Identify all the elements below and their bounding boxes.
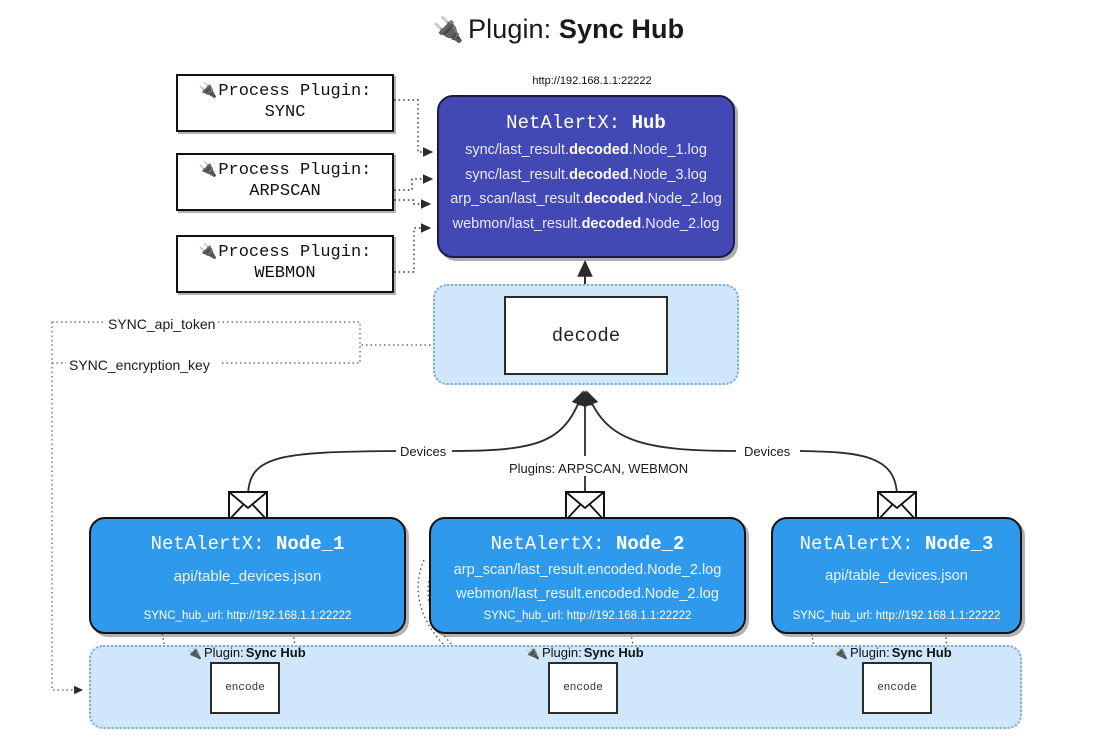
hub-title: NetAlertX: Hub (439, 112, 733, 134)
log-em: decoded (569, 142, 629, 158)
hub-title-name: Hub (631, 112, 666, 134)
hub-log-list: sync/last_result.decoded.Node_1.log sync… (439, 143, 733, 231)
node-box-node-1[interactable]: NetAlertX: Node_1 api/table_devices.json… (89, 517, 406, 634)
encoder-caption-name: Sync Hub (245, 645, 306, 660)
log-em: decoded (583, 191, 644, 207)
node-line: webmon/last_result.encoded.Node_2.log (456, 585, 719, 602)
wire-webmon-to-hub (394, 223, 432, 273)
log-em: decoded (581, 215, 642, 232)
plug-icon: 🔌 (198, 244, 218, 262)
node-title-name: Node_1 (276, 533, 345, 555)
log-pre: arp_scan/last_result. (450, 191, 584, 207)
process-plugin-name: WEBMON (254, 264, 316, 283)
node-box-node-2[interactable]: NetAlertX: Node_2 arp_scan/last_result.e… (429, 517, 746, 634)
page-title: 🔌Plugin: Sync Hub (0, 14, 1117, 45)
process-plugin-label: Process Plugin: (218, 161, 372, 181)
wire-node3-to-decode-b (585, 390, 737, 452)
process-plugin-name: ARPSCAN (249, 182, 321, 201)
edge-label-devices-left: Devices (396, 444, 451, 459)
encoder-caption-name: Sync Hub (583, 645, 644, 660)
page-title-name: Sync Hub (558, 14, 685, 44)
process-plugin-box-sync[interactable]: 🔌 Process Plugin: SYNC (176, 74, 394, 132)
wire-arpscan-to-hub (394, 199, 432, 209)
wire-token-down-to-encode-band (51, 322, 84, 695)
node-title-prefix: NetAlertX: (799, 533, 914, 555)
node-title-prefix: NetAlertX: (150, 533, 265, 555)
process-plugin-label: Process Plugin: (218, 82, 372, 102)
encode-box-2[interactable]: encode (548, 662, 618, 714)
node-box-node-3[interactable]: NetAlertX: Node_3 api/table_devices.json… (771, 517, 1022, 634)
node-line: arp_scan/last_result.encoded.Node_2.log (453, 562, 722, 578)
edge-label-devices-right: Devices (740, 444, 795, 459)
node-line-list: arp_scan/last_result.encoded.Node_2.log … (431, 563, 744, 601)
page-title-prefix: Plugin: (468, 14, 552, 44)
node-title: NetAlertX: Node_2 (431, 533, 744, 555)
encoder-caption-prefix: Plugin: (203, 645, 244, 660)
wire-sync-to-hub (394, 99, 434, 157)
process-plugin-box-webmon[interactable]: 🔌 Process Plugin: WEBMON (176, 235, 394, 293)
encoder-caption-3: 🔌 Plugin: Sync Hub (833, 645, 952, 660)
log-em: decoded (569, 166, 629, 183)
encoder-caption-1: 🔌 Plugin: Sync Hub (187, 645, 306, 660)
wire-node1-to-decode-a (247, 450, 397, 498)
envelope-icon (228, 491, 268, 521)
node-title-name: Node_2 (616, 533, 685, 555)
node-title-name: Node_3 (925, 533, 994, 555)
hub-log-row: sync/last_result.decoded.Node_3.log (439, 166, 733, 183)
log-pre: sync/last_result. (465, 142, 570, 158)
log-post: .Node_1.log (628, 142, 707, 158)
wire-node3-to-decode-a (799, 450, 898, 498)
log-post: .Node_3.log (628, 166, 707, 183)
node-line: api/table_devices.json (825, 568, 968, 584)
sync-api-token-label: SYNC_api_token (105, 316, 219, 332)
plug-icon: 🔌 (833, 645, 848, 660)
hub-title-prefix: NetAlertX: (506, 112, 621, 134)
node-title: NetAlertX: Node_1 (91, 533, 404, 555)
hub-log-row: webmon/last_result.decoded.Node_2.log (439, 215, 733, 232)
envelope-icon (565, 491, 605, 521)
encoder-caption-prefix: Plugin: (541, 645, 582, 660)
encoder-caption-prefix: Plugin: (849, 645, 890, 660)
process-plugin-box-arpscan[interactable]: 🔌 Process Plugin: ARPSCAN (176, 153, 394, 211)
envelope-icon (877, 491, 917, 521)
log-post: .Node_2.log (643, 191, 722, 207)
process-plugin-label: Process Plugin: (218, 243, 372, 263)
node-title-prefix: NetAlertX: (490, 533, 605, 555)
envelope-icon-group (228, 491, 917, 521)
node-line: api/table_devices.json (173, 568, 322, 585)
node-footer-hub-url: SYNC_hub_url: http://192.168.1.1:22222 (143, 610, 352, 622)
wire-enc-key-join (222, 345, 361, 364)
node-title: NetAlertX: Node_3 (773, 533, 1020, 555)
sync-encryption-key-label: SYNC_encryption_key (66, 357, 213, 373)
wire-sync3-to-hub (394, 174, 434, 191)
node-line-list: api/table_devices.json (773, 569, 1020, 584)
plug-icon: 🔌 (198, 162, 218, 180)
log-post: .Node_2.log (641, 215, 720, 232)
hub-url-caption: http://192.168.1.1:22222 (532, 75, 652, 87)
plug-icon: 🔌 (198, 83, 218, 101)
process-plugin-name: SYNC (264, 103, 306, 122)
plug-icon: 🔌 (187, 645, 202, 660)
node-footer-hub-url: SYNC_hub_url: http://192.168.1.1:22222 (483, 610, 692, 622)
decode-box[interactable]: decode (504, 296, 668, 375)
hub-log-row: arp_scan/last_result.decoded.Node_2.log (439, 192, 733, 207)
wire-node1-to-decode-b (451, 390, 585, 452)
log-pre: webmon/last_result. (452, 215, 582, 232)
hub-node[interactable]: NetAlertX: Hub sync/last_result.decoded.… (437, 95, 735, 258)
node-line-list: api/table_devices.json (91, 569, 404, 584)
edge-label-plugins: Plugins: ARPSCAN, WEBMON (505, 461, 693, 476)
node-footer-hub-url: SYNC_hub_url: http://192.168.1.1:22222 (792, 610, 1001, 622)
plug-icon: 🔌 (432, 16, 465, 44)
hub-log-row: sync/last_result.decoded.Node_1.log (439, 143, 733, 158)
log-pre: sync/last_result. (465, 166, 570, 183)
plug-icon: 🔌 (525, 645, 540, 660)
encoder-caption-name: Sync Hub (891, 645, 952, 660)
encode-box-1[interactable]: encode (210, 662, 280, 714)
encode-box-3[interactable]: encode (862, 662, 932, 714)
encoder-caption-2: 🔌 Plugin: Sync Hub (525, 645, 644, 660)
